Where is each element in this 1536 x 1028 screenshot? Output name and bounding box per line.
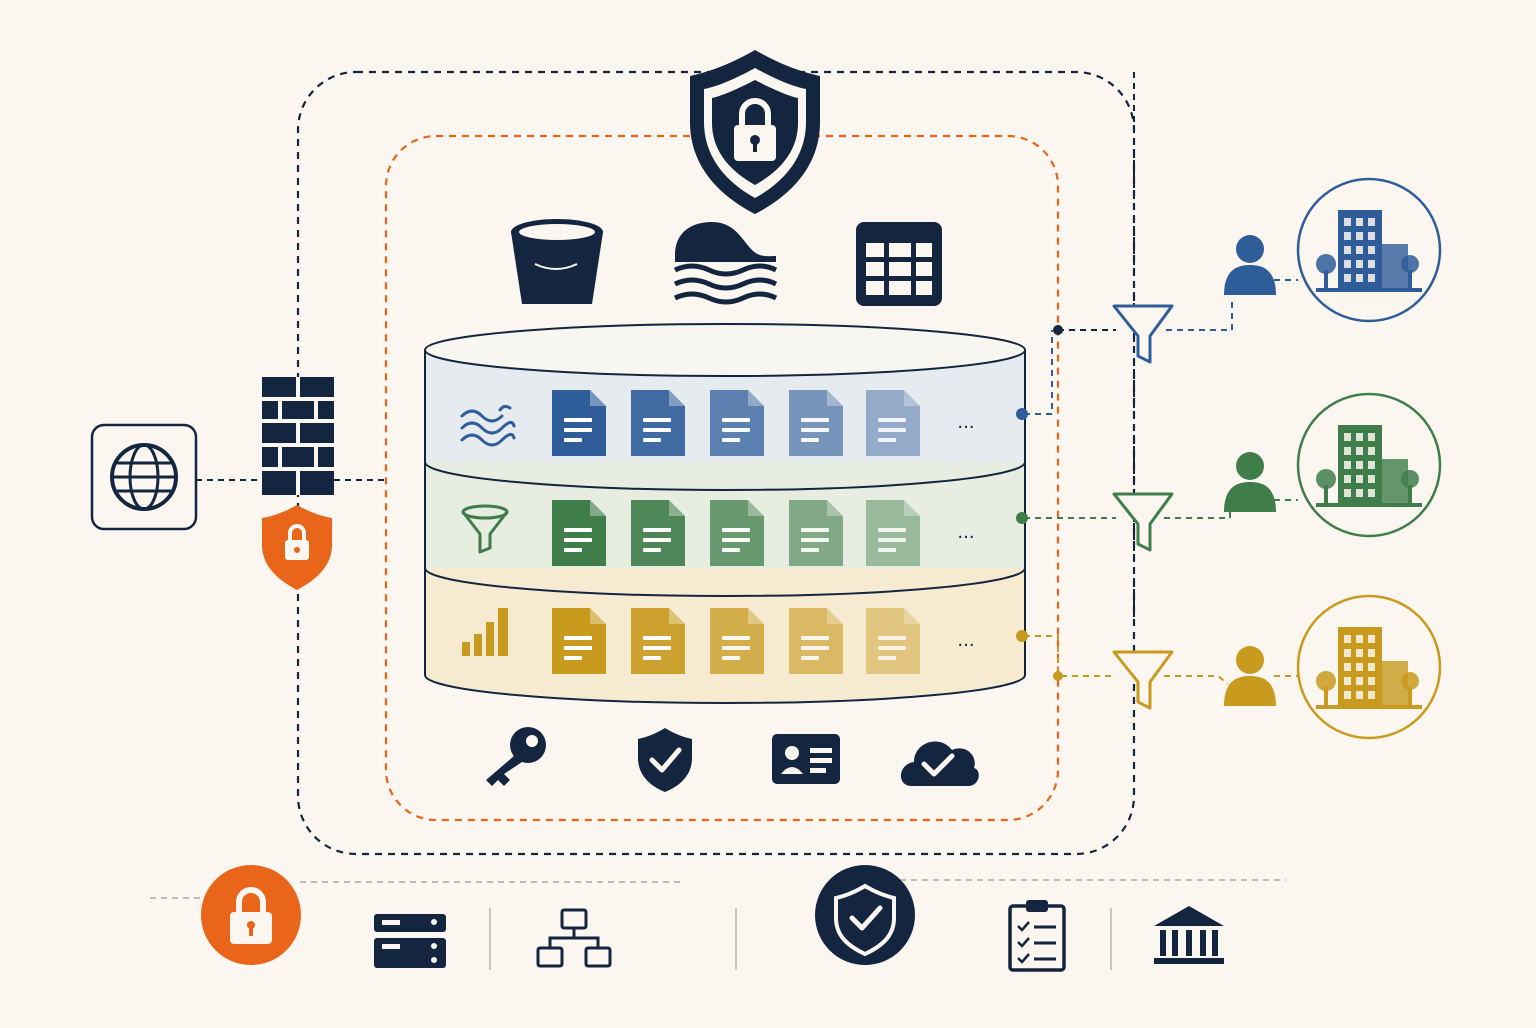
access-filter-funnel-icon bbox=[1112, 650, 1174, 710]
document-icon bbox=[710, 608, 764, 674]
connector-dot-blue bbox=[1016, 408, 1028, 420]
user-icon bbox=[1224, 235, 1276, 295]
connector-dot-top bbox=[1053, 325, 1063, 335]
institution-icon bbox=[1154, 906, 1224, 964]
document-icon bbox=[866, 500, 920, 566]
document-icon bbox=[789, 608, 843, 674]
bar-chart-icon bbox=[462, 608, 508, 656]
document-icon bbox=[866, 390, 920, 456]
lock-badge-icon bbox=[201, 865, 301, 965]
document-icon bbox=[710, 500, 764, 566]
more-items-label: ... bbox=[957, 522, 974, 543]
organization-building-icon bbox=[1296, 392, 1442, 538]
organization-building-icon bbox=[1296, 177, 1442, 323]
key-icon bbox=[486, 727, 546, 786]
cloud-check-icon bbox=[900, 741, 979, 786]
checklist-icon bbox=[1008, 900, 1066, 972]
outer-security-boundary bbox=[296, 70, 1136, 856]
shield-badge-icon bbox=[815, 865, 915, 965]
user-icon bbox=[1224, 452, 1276, 512]
document-icon bbox=[631, 500, 685, 566]
document-icon bbox=[552, 390, 606, 456]
organization-building-icon bbox=[1296, 594, 1442, 740]
server-icon bbox=[374, 914, 446, 968]
access-filter-funnel-icon bbox=[1112, 304, 1174, 364]
access-filter-funnel-icon bbox=[1112, 492, 1174, 552]
hierarchy-icon bbox=[536, 908, 612, 968]
bucket-icon bbox=[511, 219, 603, 304]
document-icon bbox=[789, 390, 843, 456]
document-icon bbox=[866, 608, 920, 674]
document-icon bbox=[552, 608, 606, 674]
document-icon bbox=[552, 500, 606, 566]
table-icon bbox=[856, 222, 942, 306]
more-items-label: ... bbox=[957, 412, 974, 433]
id-card-icon bbox=[772, 734, 840, 784]
waves-icon bbox=[460, 404, 516, 447]
connector-dot-green bbox=[1016, 512, 1028, 524]
footer-strip bbox=[150, 879, 1286, 970]
document-icon bbox=[631, 608, 685, 674]
funnel-icon bbox=[461, 504, 509, 554]
document-icon bbox=[789, 500, 843, 566]
connector-dot-gold bbox=[1016, 630, 1028, 642]
shield-check-icon bbox=[638, 728, 692, 792]
user-icon bbox=[1224, 646, 1276, 706]
document-icon bbox=[631, 390, 685, 456]
more-items-label: ... bbox=[957, 630, 974, 651]
top-shield-lock-icon bbox=[690, 50, 820, 214]
globe-icon bbox=[90, 423, 198, 531]
data-lake-icon bbox=[673, 222, 778, 305]
orange-shield-lock-icon bbox=[262, 505, 332, 590]
connector-dot-gold-lower bbox=[1053, 671, 1063, 681]
firewall-icon bbox=[262, 377, 334, 495]
document-icon bbox=[710, 390, 764, 456]
consumer-connectors bbox=[1024, 72, 1298, 685]
